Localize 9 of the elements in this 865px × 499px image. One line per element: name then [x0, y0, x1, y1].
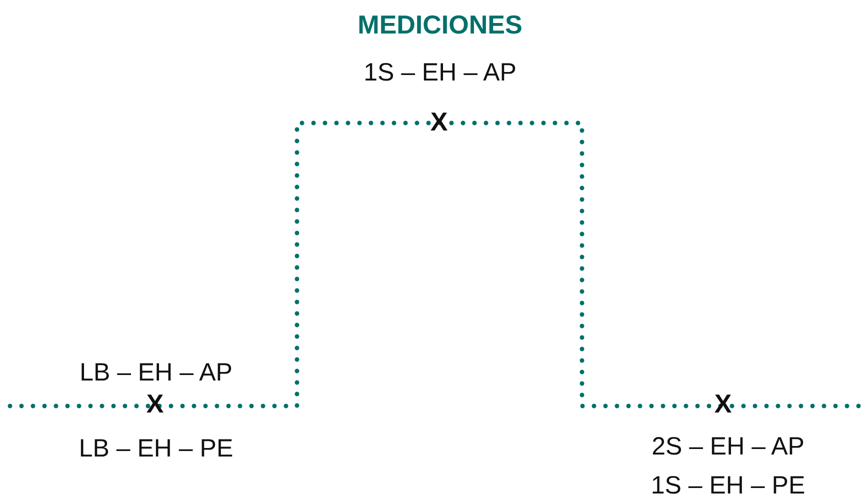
measurement-mark: X	[430, 108, 448, 136]
measurement-label: LB – EH – AP	[80, 359, 232, 387]
title: MEDICIONES	[358, 10, 522, 40]
measurement-label: LB – EH – PE	[78, 435, 234, 463]
measurement-mark: X	[714, 390, 732, 418]
measurement-label: 2S – EH – AP	[652, 433, 804, 461]
measurement-label: 1S – EH – AP	[364, 59, 516, 87]
measurement-mark: X	[146, 390, 164, 418]
measurement-label: 1S – EH – PE	[650, 472, 806, 499]
